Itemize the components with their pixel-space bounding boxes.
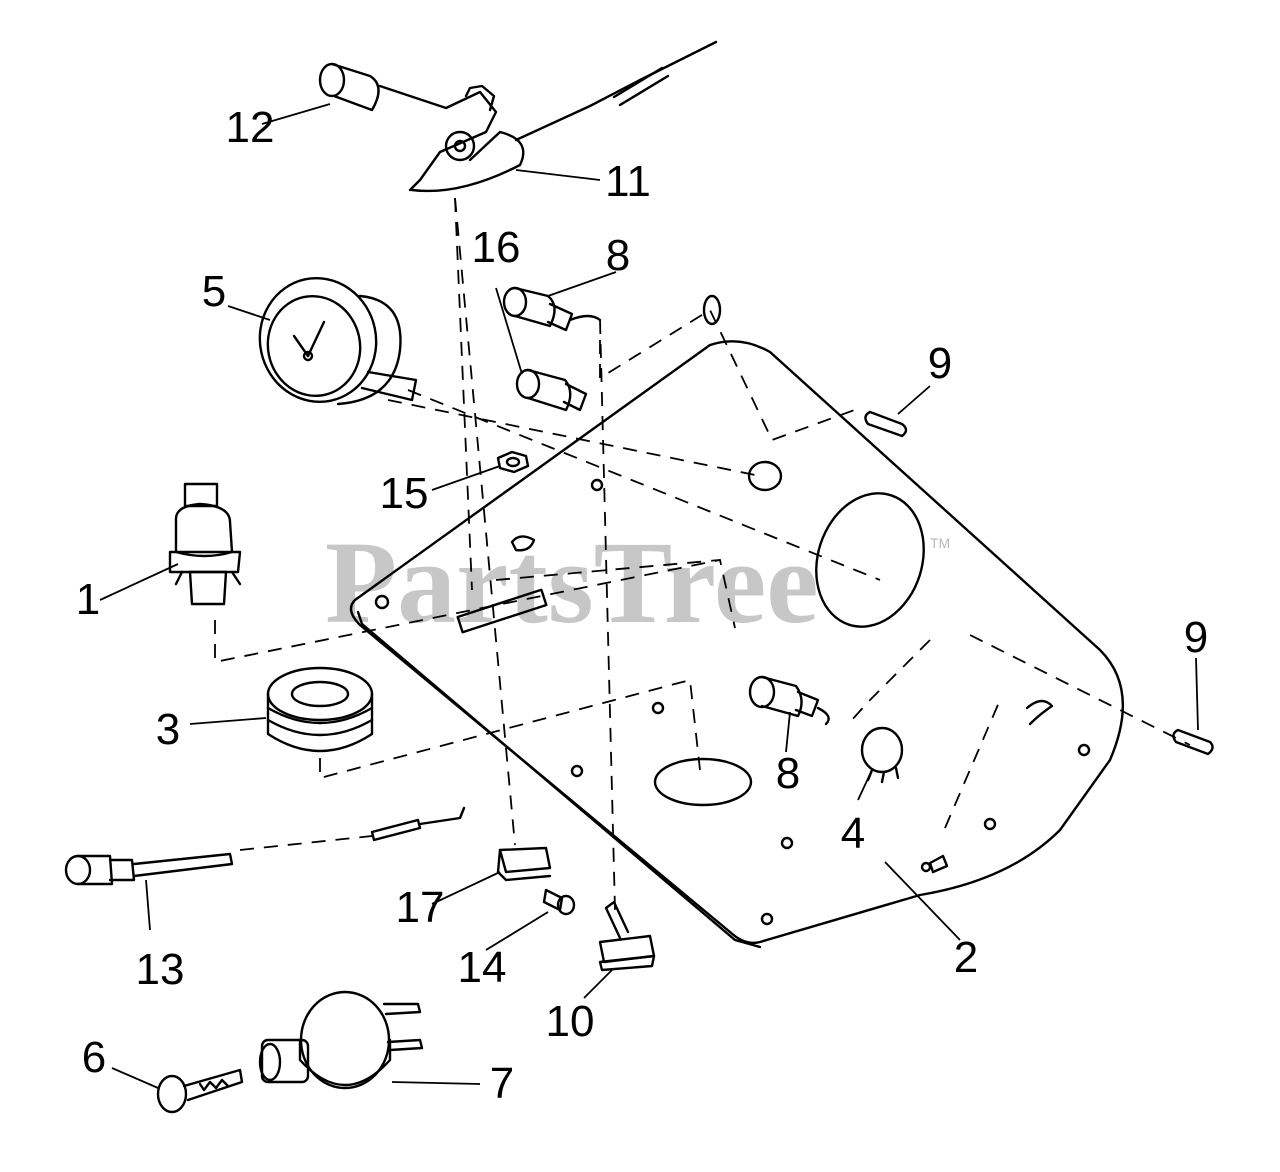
choke-cable bbox=[64, 806, 466, 886]
lamp bbox=[860, 726, 904, 784]
watermark-trademark: TM bbox=[930, 535, 950, 551]
ignition-switch bbox=[168, 482, 242, 606]
callout-12: 12 bbox=[226, 103, 275, 152]
gauge bbox=[258, 276, 418, 406]
callout-14: 14 bbox=[458, 943, 507, 992]
callout-11: 11 bbox=[605, 157, 651, 206]
callout-1: 1 bbox=[76, 575, 100, 624]
callout-13: 13 bbox=[136, 945, 185, 994]
throttle-knob bbox=[318, 62, 525, 193]
pin-lower bbox=[1172, 728, 1214, 756]
key bbox=[156, 1068, 244, 1114]
callout-16: 16 bbox=[472, 223, 521, 272]
callout-15: 15 bbox=[380, 469, 429, 518]
assembly-lines bbox=[214, 197, 1191, 911]
callouts: 1 2 3 4 5 6 7 8 8 9 9 10 11 12 13 14 15 … bbox=[76, 103, 1208, 1108]
throttle-cable bbox=[514, 40, 718, 142]
screw bbox=[542, 888, 576, 916]
callout-8-lower: 8 bbox=[776, 749, 800, 798]
callout-10: 10 bbox=[546, 997, 595, 1046]
callout-3: 3 bbox=[156, 705, 180, 754]
leader-lines bbox=[99, 103, 1199, 1089]
pin-upper bbox=[864, 410, 908, 438]
bracket bbox=[496, 846, 552, 882]
callout-4: 4 bbox=[841, 809, 865, 858]
dash-panel bbox=[349, 294, 1125, 949]
light-switch-lower bbox=[748, 675, 830, 726]
callout-17: 17 bbox=[396, 883, 445, 932]
callout-9-lower: 9 bbox=[1184, 613, 1208, 662]
nut bbox=[496, 450, 530, 474]
callout-8-upper: 8 bbox=[606, 231, 630, 280]
key-switch bbox=[258, 990, 424, 1090]
callout-2: 2 bbox=[954, 933, 978, 982]
callout-5: 5 bbox=[202, 267, 226, 316]
watermark-text: PartsTree bbox=[325, 517, 819, 648]
callout-6: 6 bbox=[82, 1033, 106, 1082]
grommet bbox=[266, 666, 374, 753]
callout-7: 7 bbox=[490, 1059, 514, 1108]
push-switch bbox=[515, 368, 588, 412]
toggle-switch bbox=[598, 900, 656, 972]
callout-9-upper: 9 bbox=[928, 339, 952, 388]
